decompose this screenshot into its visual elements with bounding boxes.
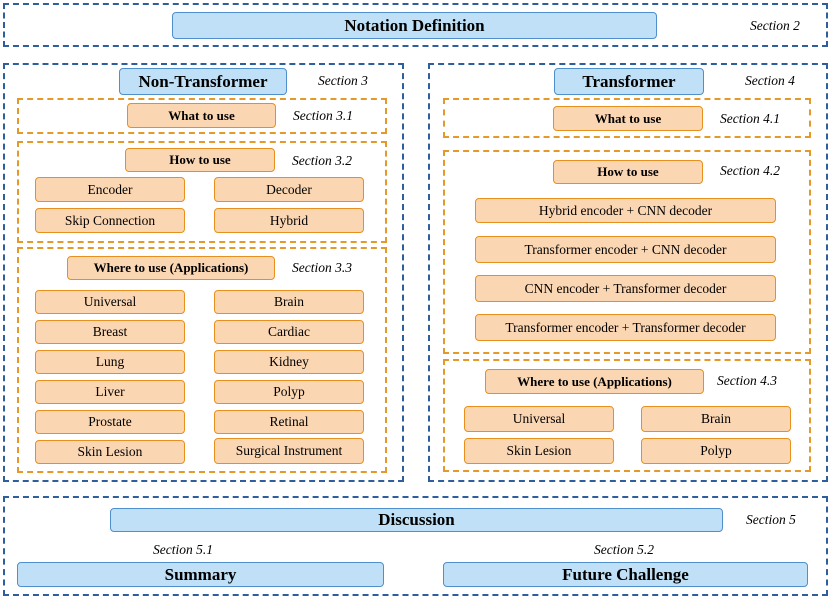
nt-where-item: Breast xyxy=(35,320,185,344)
non-transformer-container xyxy=(3,63,404,482)
t-how-item: Hybrid encoder + CNN decoder xyxy=(475,198,776,223)
notation-title: Notation Definition xyxy=(172,12,657,39)
t-how-item: Transformer encoder + Transformer decode… xyxy=(475,314,776,341)
nt-where-item: Polyp xyxy=(214,380,364,404)
t-where-section: Section 4.3 xyxy=(717,373,777,388)
discussion-section: Section 5 xyxy=(746,512,796,527)
nt-where-item: Brain xyxy=(214,290,364,314)
non-transformer-section: Section 3 xyxy=(318,73,368,88)
t-how-item: CNN encoder + Transformer decoder xyxy=(475,275,776,302)
future-section: Section 5.2 xyxy=(594,542,654,557)
t-where-item: Skin Lesion xyxy=(464,438,614,464)
transformer-container xyxy=(428,63,828,482)
nt-where-item: Retinal xyxy=(214,410,364,434)
t-where-item: Brain xyxy=(641,406,791,432)
t-how-section: Section 4.2 xyxy=(720,163,780,178)
summary-label: Summary xyxy=(17,562,384,587)
non-transformer-title: Non-Transformer xyxy=(119,68,287,95)
t-what-container xyxy=(443,98,811,138)
discussion-container xyxy=(3,496,828,596)
nt-how-container xyxy=(17,141,387,243)
nt-how-item: Hybrid xyxy=(214,208,364,233)
transformer-title: Transformer xyxy=(554,68,704,95)
t-where-item: Polyp xyxy=(641,438,791,464)
nt-how-item: Skip Connection xyxy=(35,208,185,233)
t-how-container xyxy=(443,150,811,354)
nt-where-item: Liver xyxy=(35,380,185,404)
t-where-label: Where to use (Applications) xyxy=(485,369,704,394)
nt-where-item: Surgical Instrument xyxy=(214,438,364,464)
nt-how-label: How to use xyxy=(125,148,275,172)
t-what-section: Section 4.1 xyxy=(720,111,780,126)
nt-where-item: Universal xyxy=(35,290,185,314)
summary-section: Section 5.1 xyxy=(153,542,213,557)
nt-where-section: Section 3.3 xyxy=(292,260,352,275)
nt-where-item: Cardiac xyxy=(214,320,364,344)
t-how-item: Transformer encoder + CNN decoder xyxy=(475,236,776,263)
nt-what-label: What to use xyxy=(127,103,276,128)
nt-where-label: Where to use (Applications) xyxy=(67,256,275,280)
nt-what-section: Section 3.1 xyxy=(293,108,353,123)
t-how-label: How to use xyxy=(553,160,703,184)
nt-what-container xyxy=(17,98,387,134)
nt-where-item: Lung xyxy=(35,350,185,374)
nt-how-section: Section 3.2 xyxy=(292,153,352,168)
nt-where-item: Skin Lesion xyxy=(35,440,185,464)
nt-how-item: Decoder xyxy=(214,177,364,202)
nt-where-container xyxy=(17,247,387,473)
transformer-section: Section 4 xyxy=(745,73,795,88)
notation-container xyxy=(3,3,828,47)
future-challenge-label: Future Challenge xyxy=(443,562,808,587)
nt-how-item: Encoder xyxy=(35,177,185,202)
t-where-item: Universal xyxy=(464,406,614,432)
notation-section: Section 2 xyxy=(750,18,800,33)
t-where-container xyxy=(443,359,811,472)
nt-where-item: Prostate xyxy=(35,410,185,434)
nt-where-item: Kidney xyxy=(214,350,364,374)
t-what-label: What to use xyxy=(553,106,703,131)
discussion-title: Discussion xyxy=(110,508,723,532)
